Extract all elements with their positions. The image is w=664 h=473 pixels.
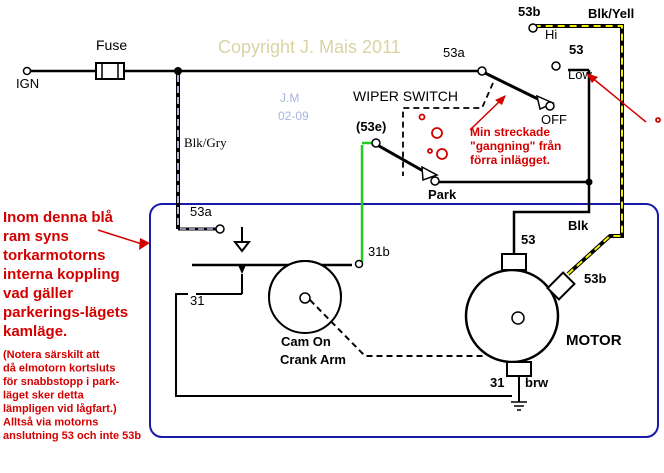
annotation-note: (Notera särskilt att då elmotorn kortslut… (3, 349, 141, 442)
switch-terminal-park (430, 176, 440, 186)
annotation-main-line: kamläge. (3, 323, 67, 340)
park-label: Park (428, 187, 457, 202)
motor-terminal-53b (546, 271, 576, 301)
annotation-main-line: ram syns (3, 228, 69, 245)
terminal-53a-box (215, 224, 225, 234)
annotation-main-line: interna koppling (3, 266, 120, 283)
terminal-31b (354, 259, 364, 269)
terminal-53a-box-label: 53a (190, 204, 212, 219)
off-label: OFF (541, 112, 567, 127)
annotation-switch-line: Min streckade (470, 125, 550, 139)
fuse-symbol (95, 62, 125, 80)
annotation-switch-line: förra inlägget. (470, 153, 550, 167)
annotation-note-line: (Notera särskilt att (3, 349, 100, 361)
annotation-note-line: lämpligen vid lågfart.) (3, 403, 117, 415)
motor-53-label: 53 (521, 232, 535, 247)
switch-arm-main (484, 71, 541, 102)
annotation-main-line: torkarmotorns (3, 247, 106, 264)
motor-terminal-53 (501, 253, 527, 271)
brw-label: brw (525, 375, 549, 390)
terminal-53e-label: (53e) (356, 119, 386, 134)
annotation-switch-line: "gangning" från (470, 139, 561, 153)
motor-shaft (511, 311, 525, 325)
cam-center (299, 292, 311, 304)
switch-terminal-53a (477, 66, 487, 76)
annotation-main-line: parkerings-lägets (3, 304, 128, 321)
terminal-31b-label: 31b (368, 244, 390, 259)
switch-terminal-low (551, 61, 561, 71)
switch-gang-dashed (402, 82, 494, 176)
annotation-main: Inom denna blå ram syns torkarmotorns inter… (3, 209, 128, 340)
motor-53b-label: 53b (584, 271, 606, 286)
annotation-note-line: då elmotorn kortsluts (3, 363, 115, 375)
blk-label: Blk (568, 218, 589, 233)
wire-53b-blk-yell (536, 24, 624, 276)
motor-internal-frame (149, 203, 659, 438)
switch-terminal-hi (528, 23, 538, 33)
fuse-label: Fuse (96, 37, 127, 53)
annotation-note-line: läget sker detta (3, 390, 85, 402)
ign-label: IGN (16, 76, 39, 91)
terminal-53a-top-label: 53a (443, 45, 465, 60)
wiper-switch-label: WIPER SWITCH (353, 88, 458, 104)
blk-gry-label: Blk/Gry (184, 135, 227, 150)
initials-text: J.M (280, 91, 299, 105)
date-code-text: 02-09 (278, 109, 309, 123)
annotation-note-line: anslutning 53 och inte 53b (3, 430, 141, 442)
cam-label-2: Crank Arm (280, 352, 346, 367)
ground-symbol (511, 401, 527, 411)
wire-53-blk (512, 68, 591, 254)
terminal-31-left-label: 31 (190, 293, 204, 308)
hi-label: Hi (545, 27, 557, 42)
switch-terminal-53e (371, 138, 381, 148)
terminal-53b-top-label: 53b (518, 4, 540, 19)
annotation-arrows (97, 75, 647, 246)
ground-31-wire (175, 293, 512, 397)
annotation-markers (418, 113, 661, 160)
park-contact-arrow (232, 241, 252, 253)
terminal-53-top-label: 53 (569, 42, 583, 57)
ign-terminal (22, 66, 32, 76)
low-label: Low (568, 67, 592, 82)
cam-label-1: Cam On (281, 334, 331, 349)
motor-terminal-31 (506, 361, 532, 377)
annotation-note-line: Alltså via motorns (3, 417, 98, 429)
annotation-main-line: Inom denna blå (3, 209, 114, 226)
annotation-note-line: för snabbstopp i park- (3, 376, 119, 388)
park-junction-dot (585, 178, 593, 186)
motor-label: MOTOR (566, 332, 622, 349)
copyright-text: Copyright J. Mais 2011 (218, 37, 401, 57)
annotation-main-line: vad gäller (3, 285, 73, 302)
switch-terminal-off (545, 101, 555, 111)
switch-arm-park (378, 144, 426, 174)
motor-31-label: 31 (490, 375, 504, 390)
blk-yell-label: Blk/Yell (588, 6, 634, 21)
